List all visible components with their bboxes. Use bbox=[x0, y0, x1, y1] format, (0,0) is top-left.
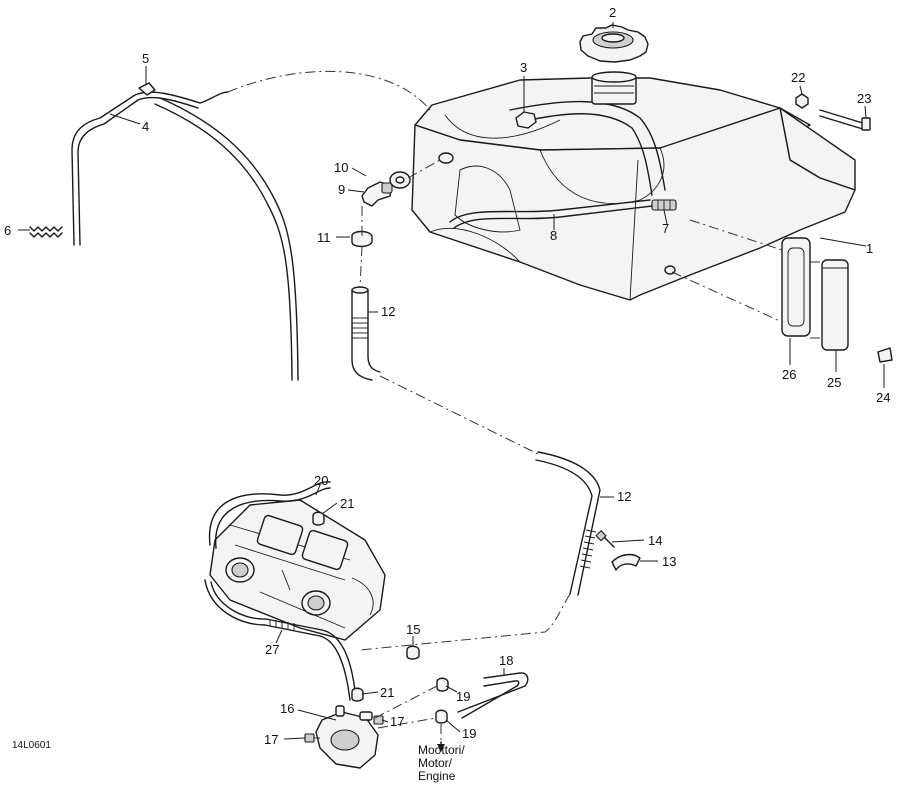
engine-direction-note: Moottori/ Motor/ Engine bbox=[418, 741, 465, 783]
callout-9: 9 bbox=[338, 182, 345, 197]
pulse-hose bbox=[457, 672, 529, 719]
callout-7: 7 bbox=[662, 221, 669, 236]
callout-17-right: 17 bbox=[390, 714, 404, 729]
hose-clamp-19-upper bbox=[436, 677, 449, 692]
pump-screw-right bbox=[373, 715, 384, 725]
callout-12-lower: 12 bbox=[617, 489, 631, 504]
leader-lines bbox=[18, 22, 885, 740]
callout-14: 14 bbox=[648, 533, 662, 548]
callout-labels: 1 2 3 4 5 6 7 8 9 10 11 12 12 13 14 15 1… bbox=[4, 5, 890, 747]
callout-13: 13 bbox=[662, 554, 676, 569]
callout-10: 10 bbox=[334, 160, 348, 175]
callout-18: 18 bbox=[499, 653, 513, 668]
fuel-cap bbox=[579, 24, 649, 63]
callout-5: 5 bbox=[142, 51, 149, 66]
grommet bbox=[389, 171, 411, 189]
guide-rod bbox=[71, 91, 299, 381]
arrow-down-icon bbox=[437, 744, 445, 752]
callout-4: 4 bbox=[142, 119, 149, 134]
hose-bracket bbox=[611, 553, 641, 571]
callout-17-left: 17 bbox=[264, 732, 278, 747]
fuel-line-lower bbox=[535, 451, 601, 596]
vent-fitting bbox=[651, 199, 677, 211]
callout-20: 20 bbox=[314, 473, 328, 488]
fuel-distribution-hose bbox=[204, 579, 357, 701]
callout-27: 27 bbox=[265, 642, 279, 657]
outlet-elbow-fitting bbox=[361, 181, 393, 207]
callout-25: 25 bbox=[827, 375, 841, 390]
callout-1: 1 bbox=[866, 241, 873, 256]
bracket-screw bbox=[595, 529, 615, 548]
callout-8: 8 bbox=[550, 228, 557, 243]
hose-clamp-21-lower bbox=[351, 687, 364, 702]
assembly-lines bbox=[227, 70, 822, 742]
callout-19-lower: 19 bbox=[462, 726, 476, 741]
spring bbox=[29, 226, 63, 238]
callout-23: 23 bbox=[857, 91, 871, 106]
callout-12-upper: 12 bbox=[381, 304, 395, 319]
engine-note-line-2: Motor/ bbox=[418, 756, 453, 770]
rod-clip bbox=[138, 82, 156, 96]
tank-strap bbox=[821, 259, 849, 351]
drawing-code: 14L0601 bbox=[12, 740, 51, 751]
hose-clamp-15 bbox=[406, 645, 420, 660]
callout-26: 26 bbox=[782, 367, 796, 382]
callout-24: 24 bbox=[876, 390, 890, 405]
carburetor-assembly bbox=[209, 499, 386, 641]
callout-19-upper: 19 bbox=[456, 689, 470, 704]
tank-strap-pad bbox=[781, 237, 811, 337]
fuel-tank bbox=[411, 71, 856, 301]
hose-clamp-upper bbox=[351, 230, 373, 248]
callout-15: 15 bbox=[406, 622, 420, 637]
fuel-pump bbox=[315, 705, 379, 769]
vent-hose bbox=[449, 199, 653, 229]
callout-3: 3 bbox=[520, 60, 527, 75]
fuel-line-upper bbox=[351, 286, 381, 381]
callout-16: 16 bbox=[280, 701, 294, 716]
callout-21-upper: 21 bbox=[340, 496, 354, 511]
callout-21-lower: 21 bbox=[380, 685, 394, 700]
engine-note-line-1: Moottori/ bbox=[418, 743, 465, 757]
callout-6: 6 bbox=[4, 223, 11, 238]
adhesive-pad bbox=[877, 347, 893, 363]
nut bbox=[795, 93, 809, 109]
engine-note-line-3: Engine bbox=[418, 769, 456, 783]
hose-clamp-19-lower bbox=[435, 709, 448, 724]
callout-11: 11 bbox=[317, 230, 331, 245]
callout-2: 2 bbox=[609, 5, 616, 20]
callout-22: 22 bbox=[791, 70, 805, 85]
hose-clamp-21-upper bbox=[312, 511, 325, 526]
bolt bbox=[819, 109, 871, 131]
